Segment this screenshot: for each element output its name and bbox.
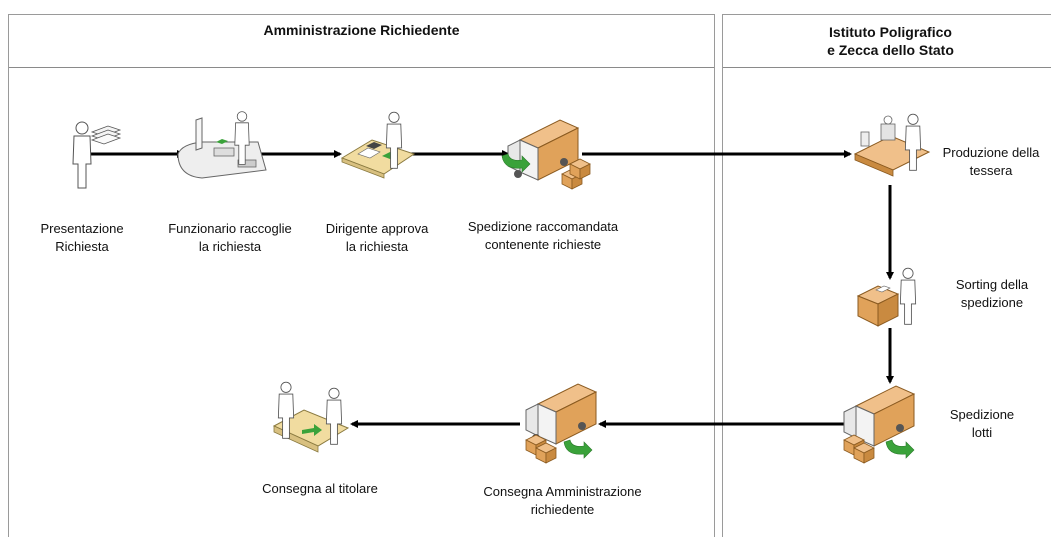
delivery-truck-icon <box>843 385 915 464</box>
step-label-dirigente: Dirigente approva la richiesta <box>325 221 429 254</box>
step-label-spedizione-lotti: Spedizione lotti <box>949 407 1015 440</box>
delivery-truck-icon <box>501 119 591 190</box>
counter-clerk-icon <box>177 111 267 179</box>
packing-box-icon <box>856 267 917 327</box>
step-label-spedizione-raccomandata: Spedizione raccomandata contenente richi… <box>467 219 619 252</box>
lane-title-line1: Istituto Poligrafico <box>829 24 952 40</box>
lane-title-line2: e Zecca dello Stato <box>827 42 954 58</box>
step-label-produzione: Produzione della tessera <box>942 145 1040 178</box>
lane-header-amministrazione: Amministrazione Richiedente <box>9 15 714 68</box>
lane-title: Amministrazione Richiedente <box>263 22 460 38</box>
lane-poligrafico: Istituto Poligrafico e Zecca dello Stato <box>722 14 1051 537</box>
lane-header-poligrafico: Istituto Poligrafico e Zecca dello Stato <box>723 15 1051 68</box>
lane-amministrazione: Amministrazione Richiedente <box>8 14 715 537</box>
step-label-sorting: Sorting della spedizione <box>955 277 1029 310</box>
step-label-funzionario: Funzionario raccoglie la richiesta <box>168 221 292 254</box>
delivery-truck-icon <box>525 383 597 464</box>
person-documents-icon <box>72 121 122 189</box>
handover-desk-icon <box>272 381 350 453</box>
step-label-presentazione: Presentazione Richiesta <box>40 221 124 254</box>
step-label-consegna-amministrazione: Consegna Amministrazione richiedente <box>483 484 642 517</box>
desk-approval-icon <box>340 111 416 179</box>
production-line-icon <box>853 113 931 177</box>
step-label-consegna-titolare: Consegna al titolare <box>262 481 378 496</box>
